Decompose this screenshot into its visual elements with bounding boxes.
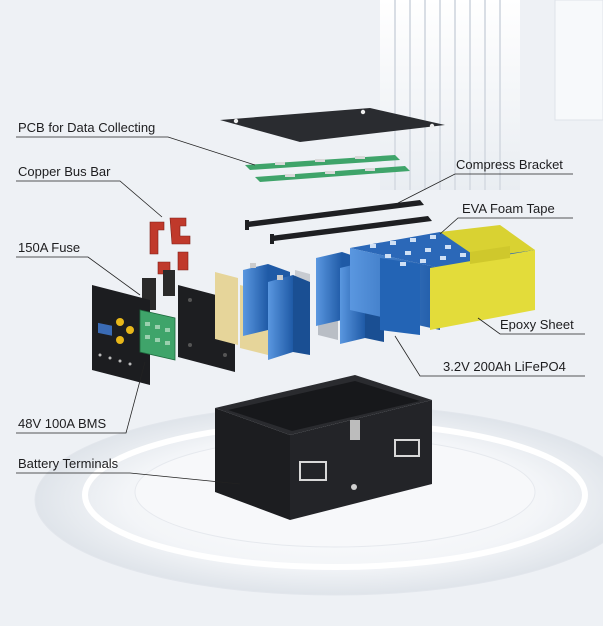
leader-lines [16, 136, 585, 485]
label-fuse: 150A Fuse [18, 240, 81, 255]
cell-pair-front [243, 263, 310, 360]
copper-bus-bars [149, 217, 191, 275]
label-bms: 48V 100A BMS [18, 416, 107, 431]
window-panel [380, 0, 520, 190]
compress-brackets [245, 200, 432, 244]
window-slats [394, 0, 501, 190]
label-terminals: Battery Terminals [18, 456, 119, 471]
label-compress-bracket: Compress Bracket [456, 157, 563, 172]
label-cells: 3.2V 200Ah LiFePO4 [443, 359, 566, 374]
epoxy-sheet-box [430, 225, 535, 330]
label-epoxy-sheet: Epoxy Sheet [500, 317, 574, 332]
label-copper-bus-bar: Copper Bus Bar [18, 164, 111, 179]
pcb-strips [245, 155, 410, 182]
insulation-sheet-1 [215, 272, 238, 345]
label-eva-foam-tape: EVA Foam Tape [462, 201, 555, 216]
top-insulation-sheet [220, 108, 445, 142]
label-pcb: PCB for Data Collecting [18, 120, 156, 135]
battery-case [215, 375, 432, 520]
bms-board [92, 285, 150, 385]
bms-pcb-components [145, 322, 170, 345]
cell-block [350, 232, 535, 335]
window-right [554, 0, 603, 121]
cell-block-terminals [370, 235, 466, 266]
